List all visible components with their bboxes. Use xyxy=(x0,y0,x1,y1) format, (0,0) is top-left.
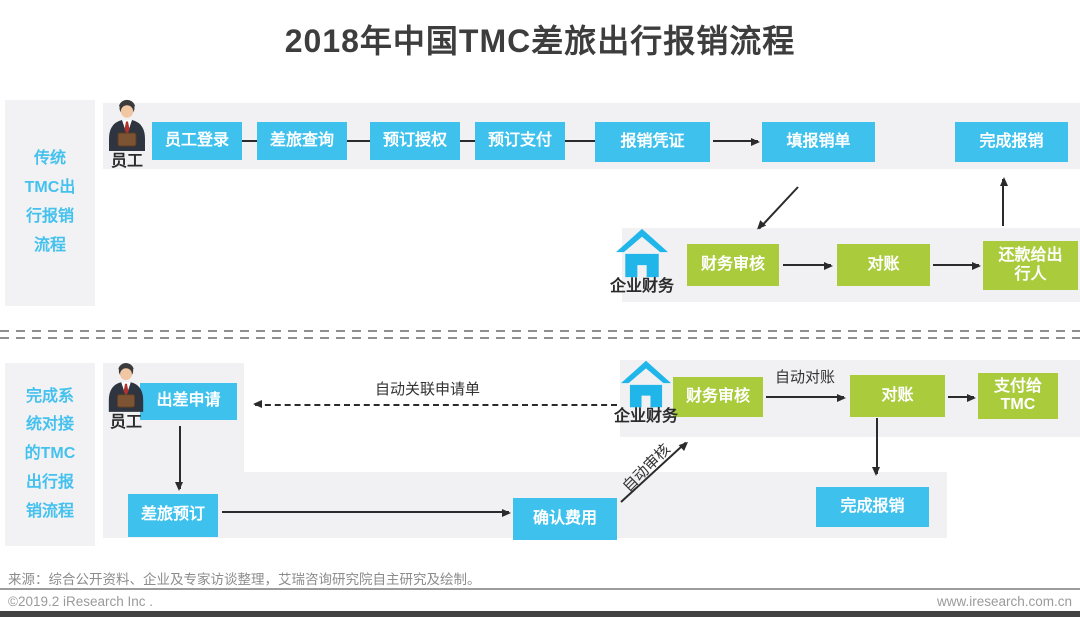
employee-icon xyxy=(101,99,153,153)
actor-employee-label: 员工 xyxy=(110,153,143,170)
actor-employee-label: 员工 xyxy=(109,414,142,431)
section-divider-dashed-line xyxy=(0,330,1080,332)
arrow-auto-link-application xyxy=(255,404,617,406)
sidebar-label-integrated: 完成系 统对接 的TMC 出行报 销流程 xyxy=(24,387,76,520)
step-finance-audit-traditional: 财务审核 xyxy=(687,244,779,286)
actor-finance-integrated: 企业财务 xyxy=(602,360,690,426)
website-url: www.iresearch.com.cn xyxy=(936,594,1072,609)
footer-divider xyxy=(0,588,1080,590)
arrow-reconciliation-to-pay-tmc xyxy=(948,394,976,402)
arrow-audit-to-reconciliation xyxy=(783,262,833,270)
step-travel-booking: 差旅预订 xyxy=(128,494,218,537)
step-complete-reimbursement-traditional: 完成报销 xyxy=(955,122,1068,162)
step-booking-authorization: 预订授权 xyxy=(370,122,460,160)
bottom-bar xyxy=(0,611,1080,617)
band-traditional-employee-row xyxy=(103,103,1080,169)
arrow-audit-to-reconciliation-auto xyxy=(766,394,846,402)
arrow-reconciliation-to-repay xyxy=(933,262,981,270)
step-reconciliation-integrated: 对账 xyxy=(850,375,945,417)
arrow-application-to-booking xyxy=(179,426,181,489)
arrow-receipt-to-fill-form xyxy=(713,138,760,146)
section-divider-dashed-line xyxy=(0,337,1080,339)
page-title: 2018年中国TMC差旅出行报销流程 xyxy=(284,23,796,59)
actor-employee-traditional: 员工 xyxy=(101,99,153,171)
actor-employee-integrated: 员工 xyxy=(100,362,152,432)
employee-icon xyxy=(100,362,152,414)
sidebar-top-background xyxy=(5,100,95,306)
finance-house-icon xyxy=(602,360,690,408)
arrow-booking-to-confirm xyxy=(222,509,511,517)
step-confirm-expense: 确认费用 xyxy=(513,498,617,540)
arrow-repay-to-complete xyxy=(1002,179,1004,226)
connector-login-query xyxy=(242,140,257,142)
step-repay-traveler: 还款给出 行人 xyxy=(983,241,1078,290)
sidebar-bottom-background xyxy=(5,363,95,546)
step-booking-payment: 预订支付 xyxy=(475,122,565,160)
actor-finance-label: 企业财务 xyxy=(613,408,678,425)
step-fill-reimbursement-form: 填报销单 xyxy=(762,122,875,162)
actor-finance-traditional: 企业财务 xyxy=(598,228,686,296)
source-note: 来源：综合公开资料、企业及专家访谈整理，艾瑞咨询研究院自主研究及绘制。 xyxy=(8,572,481,587)
actor-finance-label: 企业财务 xyxy=(609,278,674,295)
step-employee-login: 员工登录 xyxy=(152,122,242,160)
step-travel-query: 差旅查询 xyxy=(257,122,347,160)
step-reimbursement-receipt: 报销凭证 xyxy=(595,122,710,162)
label-auto-reconcile: 自动对账 xyxy=(774,369,835,386)
connector-query-auth xyxy=(347,140,370,142)
sidebar-label-traditional: 传统 TMC出 行报销 流程 xyxy=(24,150,76,254)
arrow-reconciliation-to-complete xyxy=(876,418,878,474)
step-finance-audit-integrated: 财务审核 xyxy=(673,377,763,417)
connector-auth-pay xyxy=(460,140,475,142)
connector-pay-receipt xyxy=(565,140,595,142)
arrow-fill-form-to-finance-audit xyxy=(758,186,799,230)
step-reconciliation-traditional: 对账 xyxy=(837,244,930,286)
step-pay-tmc: 支付给 TMC xyxy=(978,373,1058,419)
copyright-text: ©2019.2 iResearch Inc . xyxy=(8,594,154,609)
step-complete-reimbursement-integrated: 完成报销 xyxy=(816,487,929,527)
step-travel-application: 出差申请 xyxy=(140,383,237,420)
label-auto-link-application: 自动关联申请单 xyxy=(374,381,480,398)
finance-house-icon xyxy=(598,228,686,278)
